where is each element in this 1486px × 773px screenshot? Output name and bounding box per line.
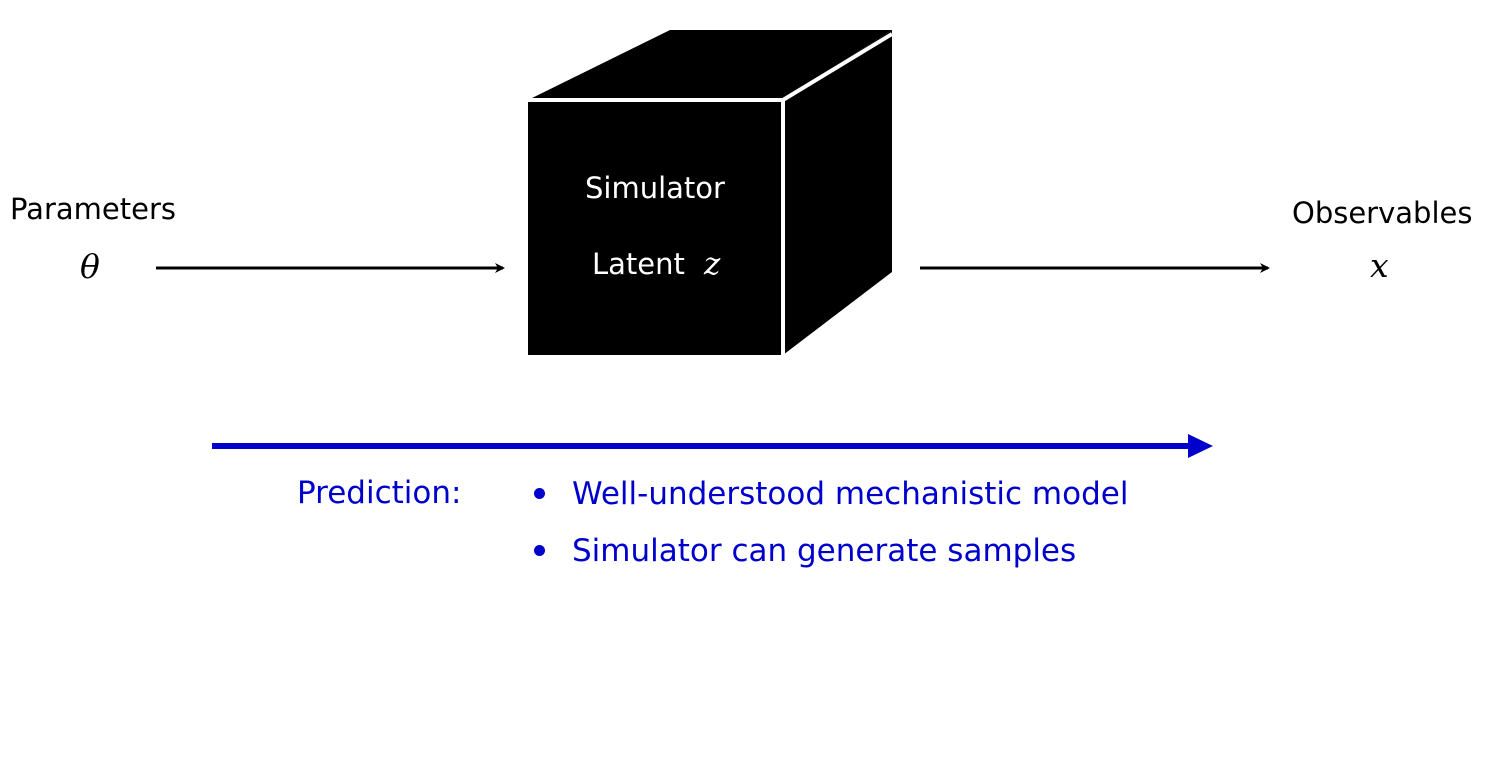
- bullet-dot: [534, 545, 545, 556]
- latent-label: Latent: [592, 247, 685, 281]
- bullet-text: Well-understood mechanistic model: [572, 476, 1129, 512]
- cube-top-face: [528, 30, 892, 100]
- prediction-label: Prediction:: [297, 475, 462, 511]
- cube-front-face: [528, 100, 783, 355]
- prediction-bullet: Well-understood mechanistic model: [534, 476, 1128, 533]
- bullet-dot: [534, 488, 545, 499]
- cube-right-face: [783, 30, 892, 355]
- simulator-title: Simulator: [585, 171, 725, 205]
- simulator-cube: [528, 30, 894, 355]
- prediction-bullet-list: Well-understood mechanistic model Simula…: [534, 476, 1128, 590]
- theta-symbol: θ: [80, 247, 100, 286]
- latent-symbol: z: [704, 246, 721, 282]
- observables-label: Observables: [1292, 196, 1473, 230]
- observable-symbol: x: [1370, 246, 1389, 285]
- parameters-label: Parameters: [10, 192, 176, 226]
- bullet-text: Simulator can generate samples: [572, 533, 1077, 569]
- prediction-arrow: [212, 434, 1213, 458]
- prediction-bullet: Simulator can generate samples: [534, 533, 1128, 590]
